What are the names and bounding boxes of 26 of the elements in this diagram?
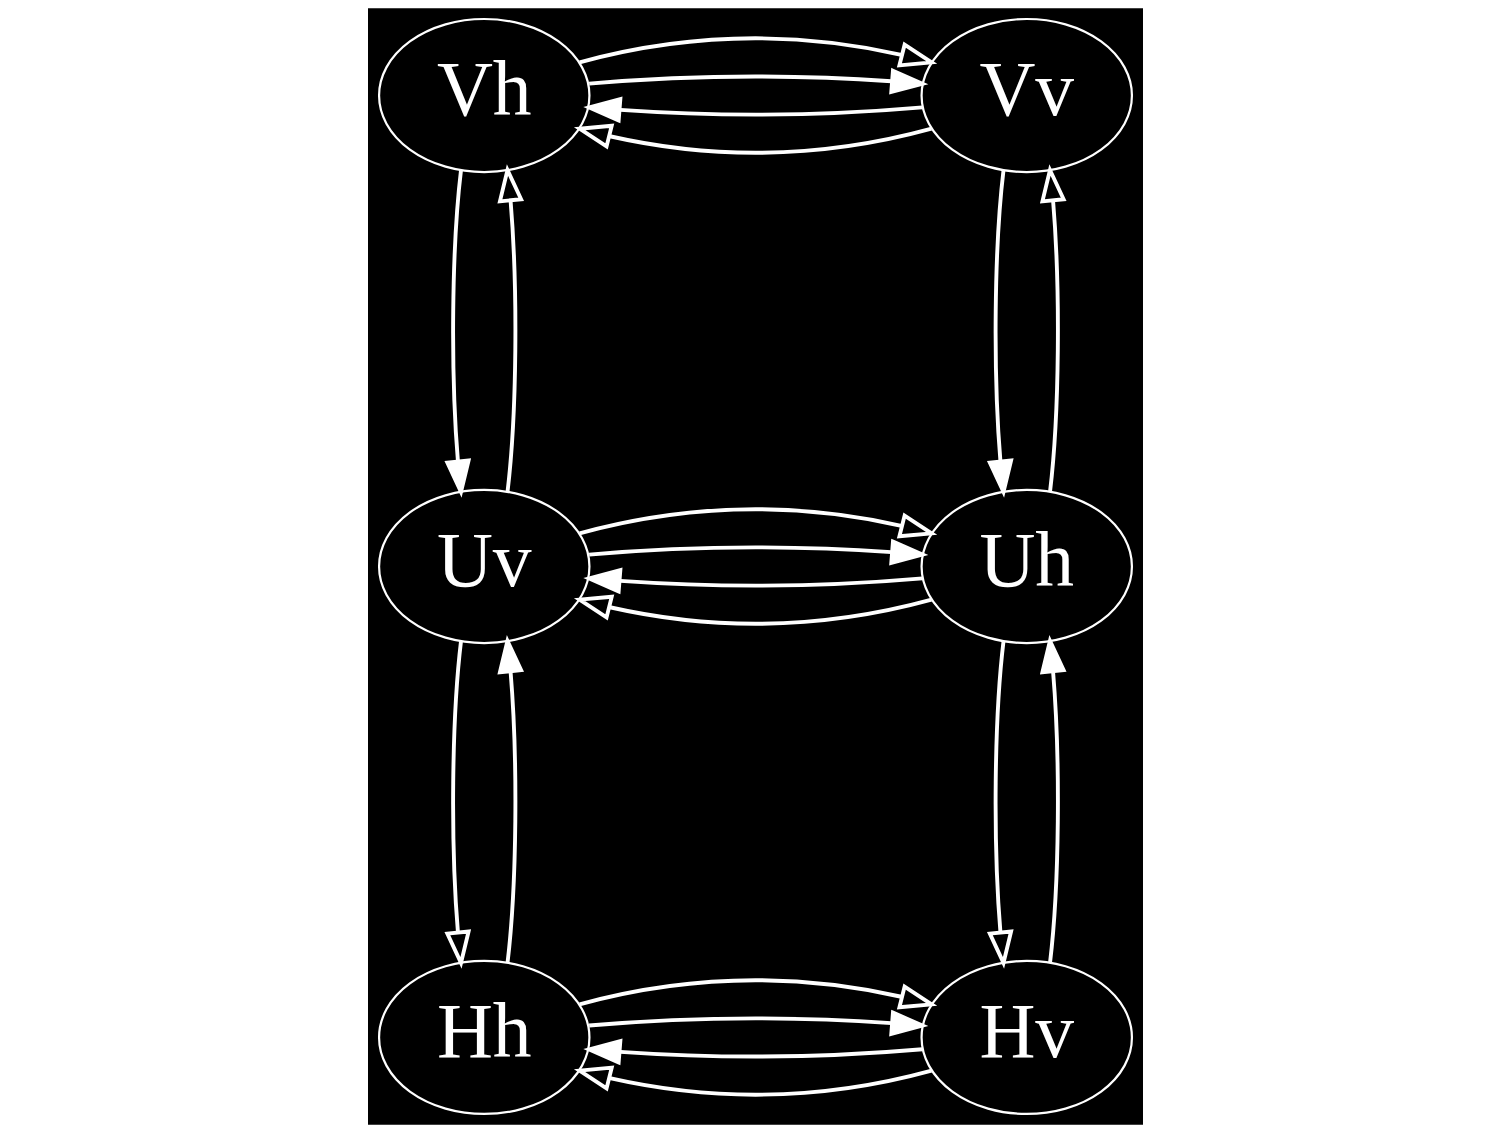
node-ellipse: Uv [377, 488, 591, 645]
arrow [579, 978, 938, 1010]
arrow [583, 567, 923, 595]
arrow [573, 1065, 933, 1097]
node-ellipse: Vv [920, 17, 1134, 174]
arrow [579, 36, 938, 68]
arrow [497, 164, 525, 493]
arrow [589, 538, 929, 566]
arrow [497, 635, 525, 964]
arrow [589, 1009, 929, 1037]
arrow [573, 594, 933, 626]
arrow [986, 640, 1014, 969]
arrow [1039, 635, 1067, 964]
arrow [589, 67, 929, 95]
node-ellipse: Hh [377, 959, 591, 1116]
arrow [573, 123, 933, 155]
arrow [444, 169, 472, 498]
arrow [579, 507, 938, 539]
node-ellipse: Uh [920, 488, 1134, 645]
node-ellipse: Vh [377, 17, 591, 174]
node-ellipse: Hv [920, 959, 1134, 1116]
arrow [986, 169, 1014, 498]
arrow [444, 640, 472, 969]
arrow [583, 96, 923, 124]
arrow [583, 1038, 923, 1066]
arrow [1039, 164, 1067, 493]
